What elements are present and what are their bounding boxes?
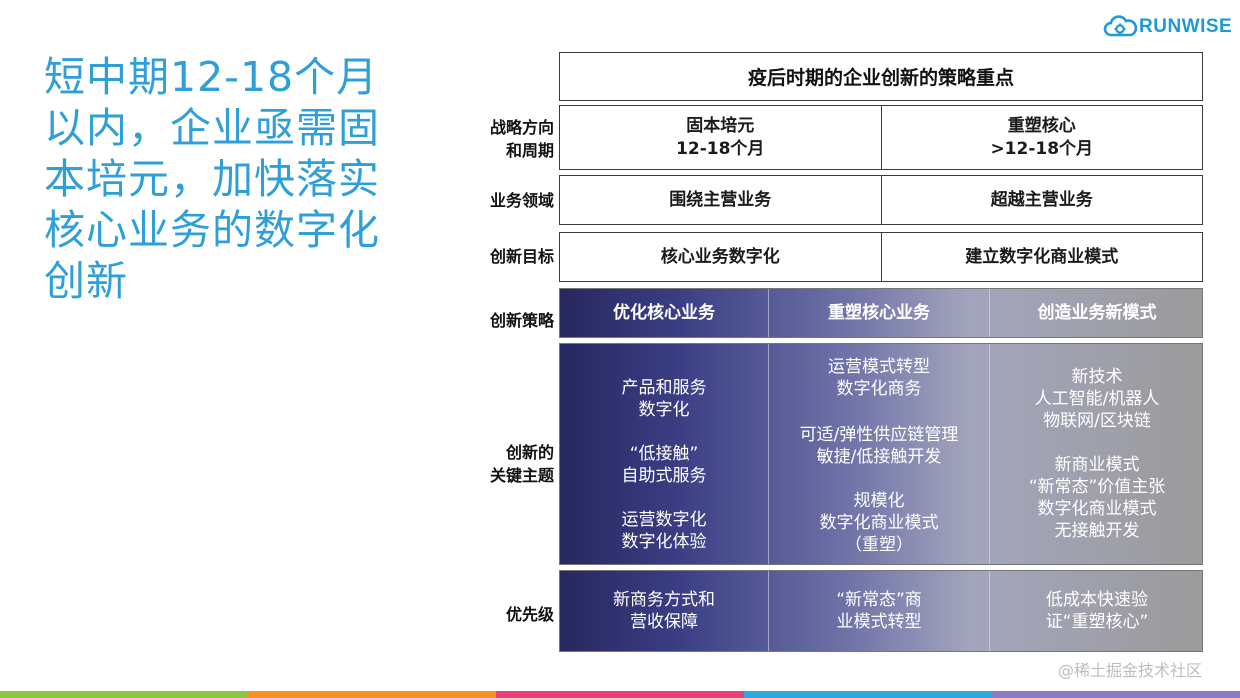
label-line: 创新目标 — [489, 247, 554, 266]
label-line: 业务领域 — [489, 191, 554, 210]
row-label-domain: 业务领域 — [450, 189, 554, 212]
theme-line: 运营模式转型 — [828, 357, 930, 377]
theme-line: 人工智能/机器人 — [1034, 389, 1160, 409]
domain-left: 围绕主营业务 — [669, 189, 772, 210]
column-divider — [768, 571, 769, 651]
priority-line: “新常态”商 — [836, 590, 922, 610]
cell-line: >12-18个月 — [990, 138, 1094, 159]
theme-line: 数字化 — [638, 400, 690, 420]
priority-col-3: 低成本快速验 证“重塑核心” — [990, 571, 1204, 651]
footer-color-bar — [0, 691, 1240, 698]
strategy-col-1: 优化核心业务 — [613, 303, 715, 323]
column-divider — [989, 571, 990, 651]
themes-col-1: 产品和服务 数字化 “低接触” 自助式服务 运营数字化 数字化体验 — [560, 377, 768, 564]
cell-line: 12-18个月 — [676, 138, 765, 159]
cell-line: 固本培元 — [686, 115, 755, 136]
direction-left: 固本培元 12-18个月 — [560, 106, 881, 169]
column-divider — [768, 344, 769, 564]
priority-line: 低成本快速验 — [1046, 590, 1148, 610]
label-line: 关键主题 — [489, 466, 554, 485]
theme-line: 数字化商业模式 — [819, 513, 939, 533]
theme-line: 敏捷/低接触开发 — [816, 447, 942, 467]
priority-line: 营收保障 — [630, 612, 698, 632]
theme-line: “新常态”价值主张 — [1028, 477, 1166, 497]
row-label-priority: 优先级 — [450, 603, 554, 626]
themes-col-2: 运营模式转型 数字化商务 可适/弹性供应链管理 敏捷/低接触开发 规模化 数字化… — [769, 356, 989, 564]
column-divider — [768, 289, 769, 337]
theme-line: 数字化体验 — [621, 532, 707, 552]
footer-segment — [744, 691, 992, 698]
domain-right: 超越主营业务 — [880, 176, 1203, 224]
footer-segment — [992, 691, 1240, 698]
row-goal: 核心业务数字化 建立数字化商业模式 — [559, 232, 1203, 282]
priority-line: 业模式转型 — [836, 612, 922, 632]
row-themes: 产品和服务 数字化 “低接触” 自助式服务 运营数字化 数字化体验 运营模式转型… — [559, 343, 1203, 565]
row-label-themes: 创新的 关键主题 — [450, 441, 554, 487]
themes-col-3: 新技术 人工智能/机器人 物联网/区块链 新商业模式 “新常态”价值主张 数字化… — [990, 366, 1204, 564]
strategy-col-3: 创造业务新模式 — [1037, 303, 1157, 323]
goal-left: 核心业务数字化 — [660, 246, 780, 267]
theme-line: 自助式服务 — [621, 466, 707, 486]
label-line: 创新的 — [505, 443, 554, 462]
direction-right: 重塑核心 >12-18个月 — [880, 106, 1203, 169]
footer-segment — [248, 691, 496, 698]
theme-line: 新商业模式 — [1054, 455, 1140, 475]
logo-text: RUNWISE — [1139, 16, 1233, 37]
theme-line: “低接触” — [629, 444, 699, 464]
priority-col-1: 新商务方式和 营收保障 — [560, 571, 768, 651]
priority-line: 新商务方式和 — [613, 590, 715, 610]
label-line: 优先级 — [505, 605, 554, 624]
theme-line: （重塑） — [845, 535, 913, 555]
theme-line: 规模化 — [853, 491, 905, 511]
row-label-direction: 战略方向 和周期 — [450, 116, 554, 162]
column-divider — [989, 344, 990, 564]
runwise-logo: RUNWISE — [1103, 14, 1232, 40]
row-priority: 新商务方式和 营收保障 “新常态”商 业模式转型 低成本快速验 证“重塑核心” — [559, 570, 1203, 652]
label-line: 和周期 — [505, 141, 554, 160]
row-label-goal: 创新目标 — [450, 245, 554, 268]
row-domain: 围绕主营业务 超越主营业务 — [559, 175, 1203, 225]
theme-line: 无接触开发 — [1054, 521, 1140, 541]
label-line: 战略方向 — [489, 118, 554, 137]
cell-line: 重塑核心 — [1007, 115, 1076, 136]
row-strategy: 优化核心业务 重塑核心业务 创造业务新模式 — [559, 288, 1203, 338]
priority-col-2: “新常态”商 业模式转型 — [769, 571, 989, 651]
watermark: @稀土掘金技术社区 — [1058, 661, 1203, 680]
column-divider — [989, 289, 990, 337]
theme-line: 数字化商业模式 — [1037, 499, 1157, 519]
theme-line: 运营数字化 — [621, 510, 707, 530]
label-line: 创新策略 — [489, 311, 554, 330]
table-title: 疫后时期的企业创新的策略重点 — [747, 67, 1014, 89]
theme-line: 物联网/区块链 — [1043, 411, 1151, 431]
strategy-col-2: 重塑核心业务 — [828, 303, 930, 323]
goal-right: 建立数字化商业模式 — [880, 233, 1203, 281]
cloud-gear-icon — [1103, 15, 1137, 37]
priority-line: 证“重塑核心” — [1045, 612, 1149, 632]
footer-segment — [0, 691, 248, 698]
theme-line: 数字化商务 — [836, 379, 922, 399]
row-direction: 固本培元 12-18个月 重塑核心 >12-18个月 — [559, 105, 1203, 170]
theme-line: 可适/弹性供应链管理 — [799, 425, 959, 445]
footer-segment — [496, 691, 744, 698]
row-label-strategy: 创新策略 — [450, 309, 554, 332]
headline: 短中期12-18个月以内，企业亟需固本培元，加快落实核心业务的数字化创新 — [44, 53, 380, 305]
theme-line: 产品和服务 — [621, 378, 707, 398]
theme-line: 新技术 — [1071, 367, 1123, 387]
table-title-box: 疫后时期的企业创新的策略重点 — [559, 52, 1203, 101]
